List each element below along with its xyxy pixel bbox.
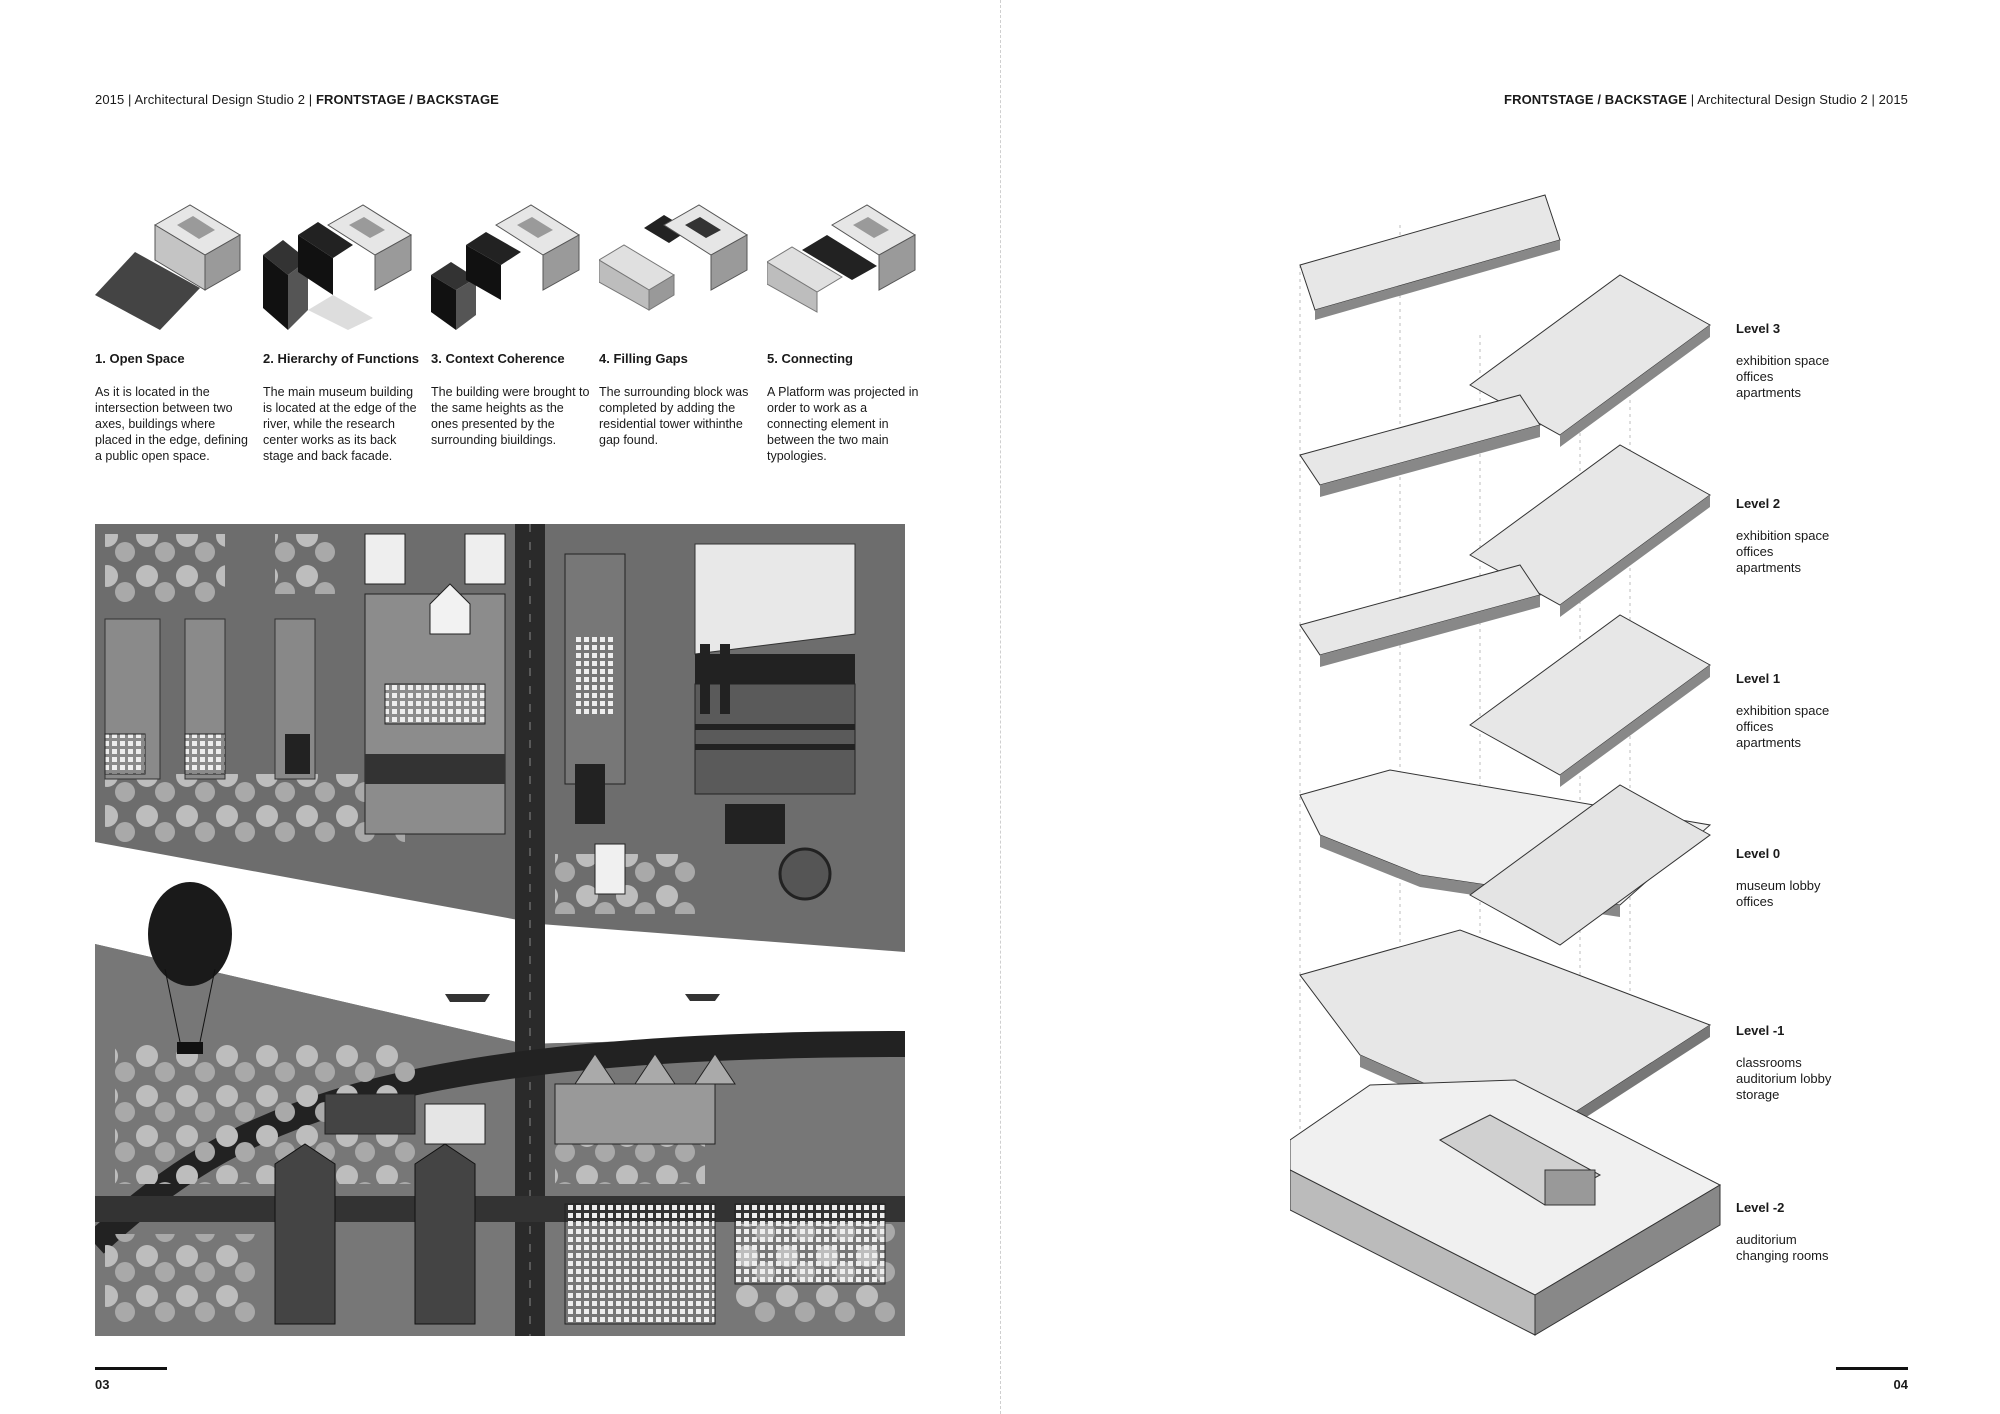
site-plan-illustration — [95, 524, 905, 1336]
level-item: apartments — [1736, 735, 1802, 750]
level-item: exhibition space — [1736, 353, 1830, 368]
level-item: classrooms — [1736, 1055, 1802, 1070]
step-text: As it is located in the intersection bet… — [95, 385, 248, 463]
step-open-space: 1. Open Space As it is located in the in… — [95, 190, 255, 464]
massing-diagram-icon — [767, 204, 916, 313]
level-minus-2-plate — [1289, 1079, 1722, 1336]
header-left: 2015 | Architectural Design Studio 2 | F… — [95, 92, 499, 107]
massing-diagram-icon — [263, 204, 412, 330]
step-text: The surrounding block was completed by a… — [599, 385, 749, 447]
level-item: offices — [1736, 894, 1774, 909]
step-text: The main museum building is located at t… — [263, 385, 417, 463]
level-1-plate — [1469, 614, 1711, 787]
level-item: offices — [1736, 719, 1774, 734]
header-right-title: FRONTSTAGE / BACKSTAGE — [1504, 92, 1688, 107]
level-0-plate — [1299, 769, 1712, 946]
level-item: auditorium lobby — [1736, 1071, 1832, 1086]
exploded-axonometric-illustration — [1289, 194, 1722, 1336]
level-minus-1-label: Level -1 classrooms auditorium lobby sto… — [1736, 1023, 1936, 1103]
step-filling-gaps: 4. Filling Gaps The surrounding block wa… — [599, 190, 759, 448]
header-left-title: FRONTSTAGE / BACKSTAGE — [315, 92, 499, 107]
page-rule-right — [1836, 1367, 1908, 1370]
level-item: offices — [1736, 544, 1774, 559]
step-context: 3. Context Coherence The building were b… — [431, 190, 591, 448]
level-1-label: Level 1 exhibition space offices apartme… — [1736, 671, 1936, 751]
exploded-axonometric-drawing — [1289, 185, 1730, 1350]
level-name: Level 2 — [1736, 496, 1781, 511]
level-item: museum lobby — [1736, 878, 1821, 893]
step-title: 2. Hierarchy of Functions — [263, 351, 420, 366]
level-0-label: Level 0 museum lobby offices — [1736, 846, 1936, 910]
step-title: 3. Context Coherence — [431, 351, 565, 366]
site-plan-drawing — [95, 524, 905, 1336]
page-number-right: 04 — [1893, 1377, 1908, 1392]
header-left-prefix: 2015 | Architectural Design Studio 2 | — [95, 92, 316, 107]
step-title: 4. Filling Gaps — [599, 351, 688, 366]
page-spine — [1000, 0, 1001, 1414]
massing-diagram-icon — [431, 204, 580, 330]
level-name: Level -2 — [1736, 1200, 1785, 1215]
level-item: changing rooms — [1736, 1248, 1829, 1263]
level-2-plate — [1299, 444, 1711, 667]
level-name: Level 1 — [1736, 671, 1781, 686]
level-item: exhibition space — [1736, 528, 1830, 543]
massing-diagram-icon — [599, 204, 748, 311]
step-hierarchy: 2. Hierarchy of Functions The main museu… — [263, 190, 423, 464]
page-number-left: 03 — [95, 1377, 110, 1392]
level-item: auditorium — [1736, 1232, 1797, 1247]
level-3-label: Level 3 exhibition space offices apartme… — [1736, 321, 1936, 401]
step-text: The building were brought to the same he… — [431, 385, 590, 447]
step-text: A Platform was projected in order to wor… — [767, 385, 919, 463]
level-name: Level -1 — [1736, 1023, 1785, 1038]
page-rule-left — [95, 1367, 167, 1370]
level-item: storage — [1736, 1087, 1780, 1102]
header-right: FRONTSTAGE / BACKSTAGE | Architectural D… — [1504, 92, 1908, 107]
header-right-suffix: | Architectural Design Studio 2 | 2015 — [1687, 92, 1908, 107]
step-connecting: 5. Connecting A Platform was projected i… — [767, 190, 927, 464]
step-title: 1. Open Space — [95, 351, 185, 366]
level-item: exhibition space — [1736, 703, 1830, 718]
level-item: apartments — [1736, 560, 1802, 575]
level-item: apartments — [1736, 385, 1802, 400]
level-name: Level 0 — [1736, 846, 1781, 861]
level-name: Level 3 — [1736, 321, 1781, 336]
level-item: offices — [1736, 369, 1774, 384]
level-3-plate — [1299, 194, 1711, 497]
step-title: 5. Connecting — [767, 351, 853, 366]
level-2-label: Level 2 exhibition space offices apartme… — [1736, 496, 1936, 576]
massing-diagram-icon — [95, 204, 241, 330]
level-minus-2-label: Level -2 auditorium changing rooms — [1736, 1200, 1936, 1264]
